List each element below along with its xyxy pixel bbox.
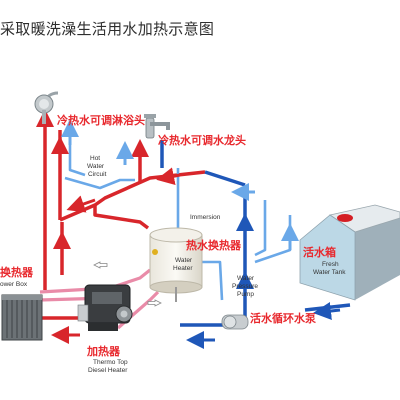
water-heater-line-1: Water <box>175 257 193 264</box>
arrow-red-5 <box>156 167 181 186</box>
heat-exchanger-label: 换热器 <box>0 265 34 279</box>
lblue-pipe-tank-top <box>254 215 292 264</box>
shower-head-icon <box>34 91 59 124</box>
fresh-water-tank-line-1: Fresh <box>322 261 339 268</box>
hot-pipe-circuit-lower <box>93 205 150 230</box>
cold-pipe-tank <box>304 303 351 312</box>
water-pressure-pump-icon <box>221 314 249 330</box>
pressure-pump-line-1: Water <box>237 275 255 282</box>
circulation-pump-label: 活水循环水泵 <box>250 311 316 325</box>
hot-water-circuit-line-3: Circuit <box>88 171 107 178</box>
clean-tank-label: 活水箱 <box>303 245 336 259</box>
hot-water-circuit-label: Hot Water Circuit <box>87 155 107 178</box>
arrow-red-4 <box>66 195 96 213</box>
diesel-heater-icon <box>77 284 133 331</box>
flow-arrows <box>36 109 341 349</box>
water-heater-label: Water Heater <box>173 257 193 272</box>
immersion-label: Immersion <box>190 214 221 221</box>
arrow-blue-3 <box>313 302 341 320</box>
faucet-label: 冷热水可调水龙头 <box>158 133 246 147</box>
pressure-pump-line-2: Pressure <box>232 283 258 290</box>
cold-pipe-top-right <box>204 170 246 187</box>
pressure-pump-line-3: Pump <box>237 291 254 298</box>
diesel-heater-line-2: Diesel Heater <box>88 367 128 374</box>
water-pressure-pump-label: Water Pressure Pump <box>232 275 258 298</box>
diagram-title: 采取暖洗澡生活用水加热示意图 <box>0 20 215 38</box>
fresh-water-tank-line-2: Water Tank <box>313 269 346 276</box>
hollow-arrow-left <box>93 261 108 269</box>
power-box-label: ower Box <box>0 281 28 288</box>
fresh-water-tank-label: Fresh Water Tank <box>313 261 346 276</box>
diesel-heater-label: Thermo Top Diesel Heater <box>88 359 128 374</box>
fresh-water-tank-icon <box>299 204 400 301</box>
shower-label: 冷热水可调淋浴头 <box>57 113 145 127</box>
lblue-pipe-circuit <box>64 176 135 190</box>
hot-water-circuit-line-2: Water <box>87 163 105 170</box>
hollow-arrow-right <box>147 299 162 307</box>
hot-water-circuit-line-1: Hot <box>90 155 100 162</box>
lblue-pipe-right <box>254 200 267 257</box>
heater-label: 加热器 <box>86 344 121 358</box>
diesel-heater-line-1: Thermo Top <box>93 359 128 366</box>
lblue-pipe-top <box>68 130 86 177</box>
lblue-pipe-to-tank <box>200 260 224 301</box>
heat-exchanger-icon <box>1 294 43 341</box>
water-heater-icon <box>149 227 203 302</box>
water-heater-line-2: Heater <box>173 265 193 272</box>
hollow-arrows <box>93 261 162 307</box>
faucet-icon <box>144 114 170 139</box>
hot-water-exchanger-label: 热水换热器 <box>186 238 242 252</box>
pink-pipe-upper <box>39 268 151 294</box>
